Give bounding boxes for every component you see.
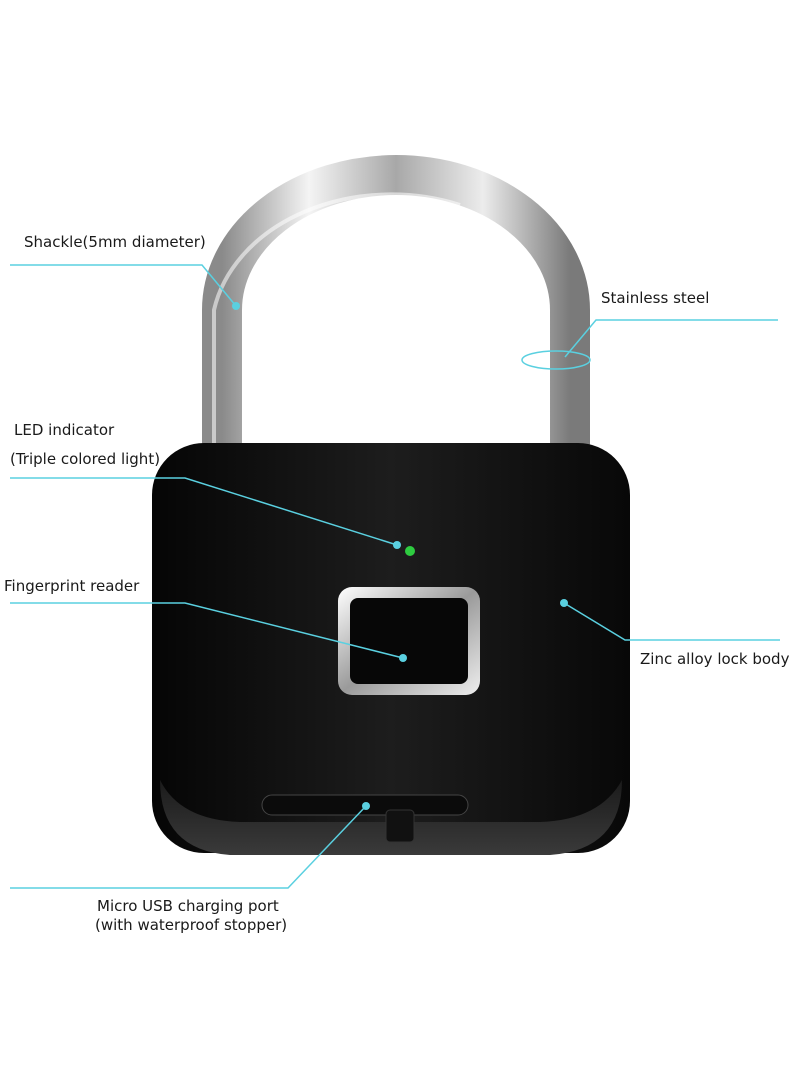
- callout-line-zinc: [563, 602, 780, 641]
- shackle-highlight: [212, 192, 461, 460]
- callout-line-fingerprint: [10, 602, 404, 659]
- callout-dot-zinc: [560, 599, 568, 607]
- label-zinc-alloy: Zinc alloy lock body: [640, 650, 790, 668]
- label-stainless-steel: Stainless steel: [601, 289, 710, 307]
- lock-body-bottom-face: [160, 780, 622, 855]
- callout-dot-usb: [362, 802, 370, 810]
- callout-dot-led: [393, 541, 401, 549]
- callout-line-shackle: [10, 264, 237, 307]
- label-led-indicator: LED indicator: [14, 421, 115, 439]
- label-shackle: Shackle(5mm diameter): [24, 233, 206, 251]
- callout-ring-stainless: [521, 350, 591, 370]
- usb-stopper: [385, 809, 415, 843]
- led-indicator: [405, 546, 415, 556]
- label-led-subtitle: (Triple colored light): [10, 450, 161, 468]
- callout-dot-fingerprint: [399, 654, 407, 662]
- label-usb-port: Micro USB charging port: [97, 897, 279, 915]
- fingerprint-reader-pad: [350, 598, 468, 684]
- callout-line-usb: [10, 805, 367, 889]
- callout-line-led: [10, 477, 398, 546]
- callout-dot-shackle: [232, 302, 240, 310]
- label-usb-stopper: (with waterproof stopper): [95, 916, 288, 934]
- callout-line-stainless: [564, 319, 778, 358]
- label-fingerprint-reader: Fingerprint reader: [4, 577, 140, 595]
- shackle: [202, 155, 590, 470]
